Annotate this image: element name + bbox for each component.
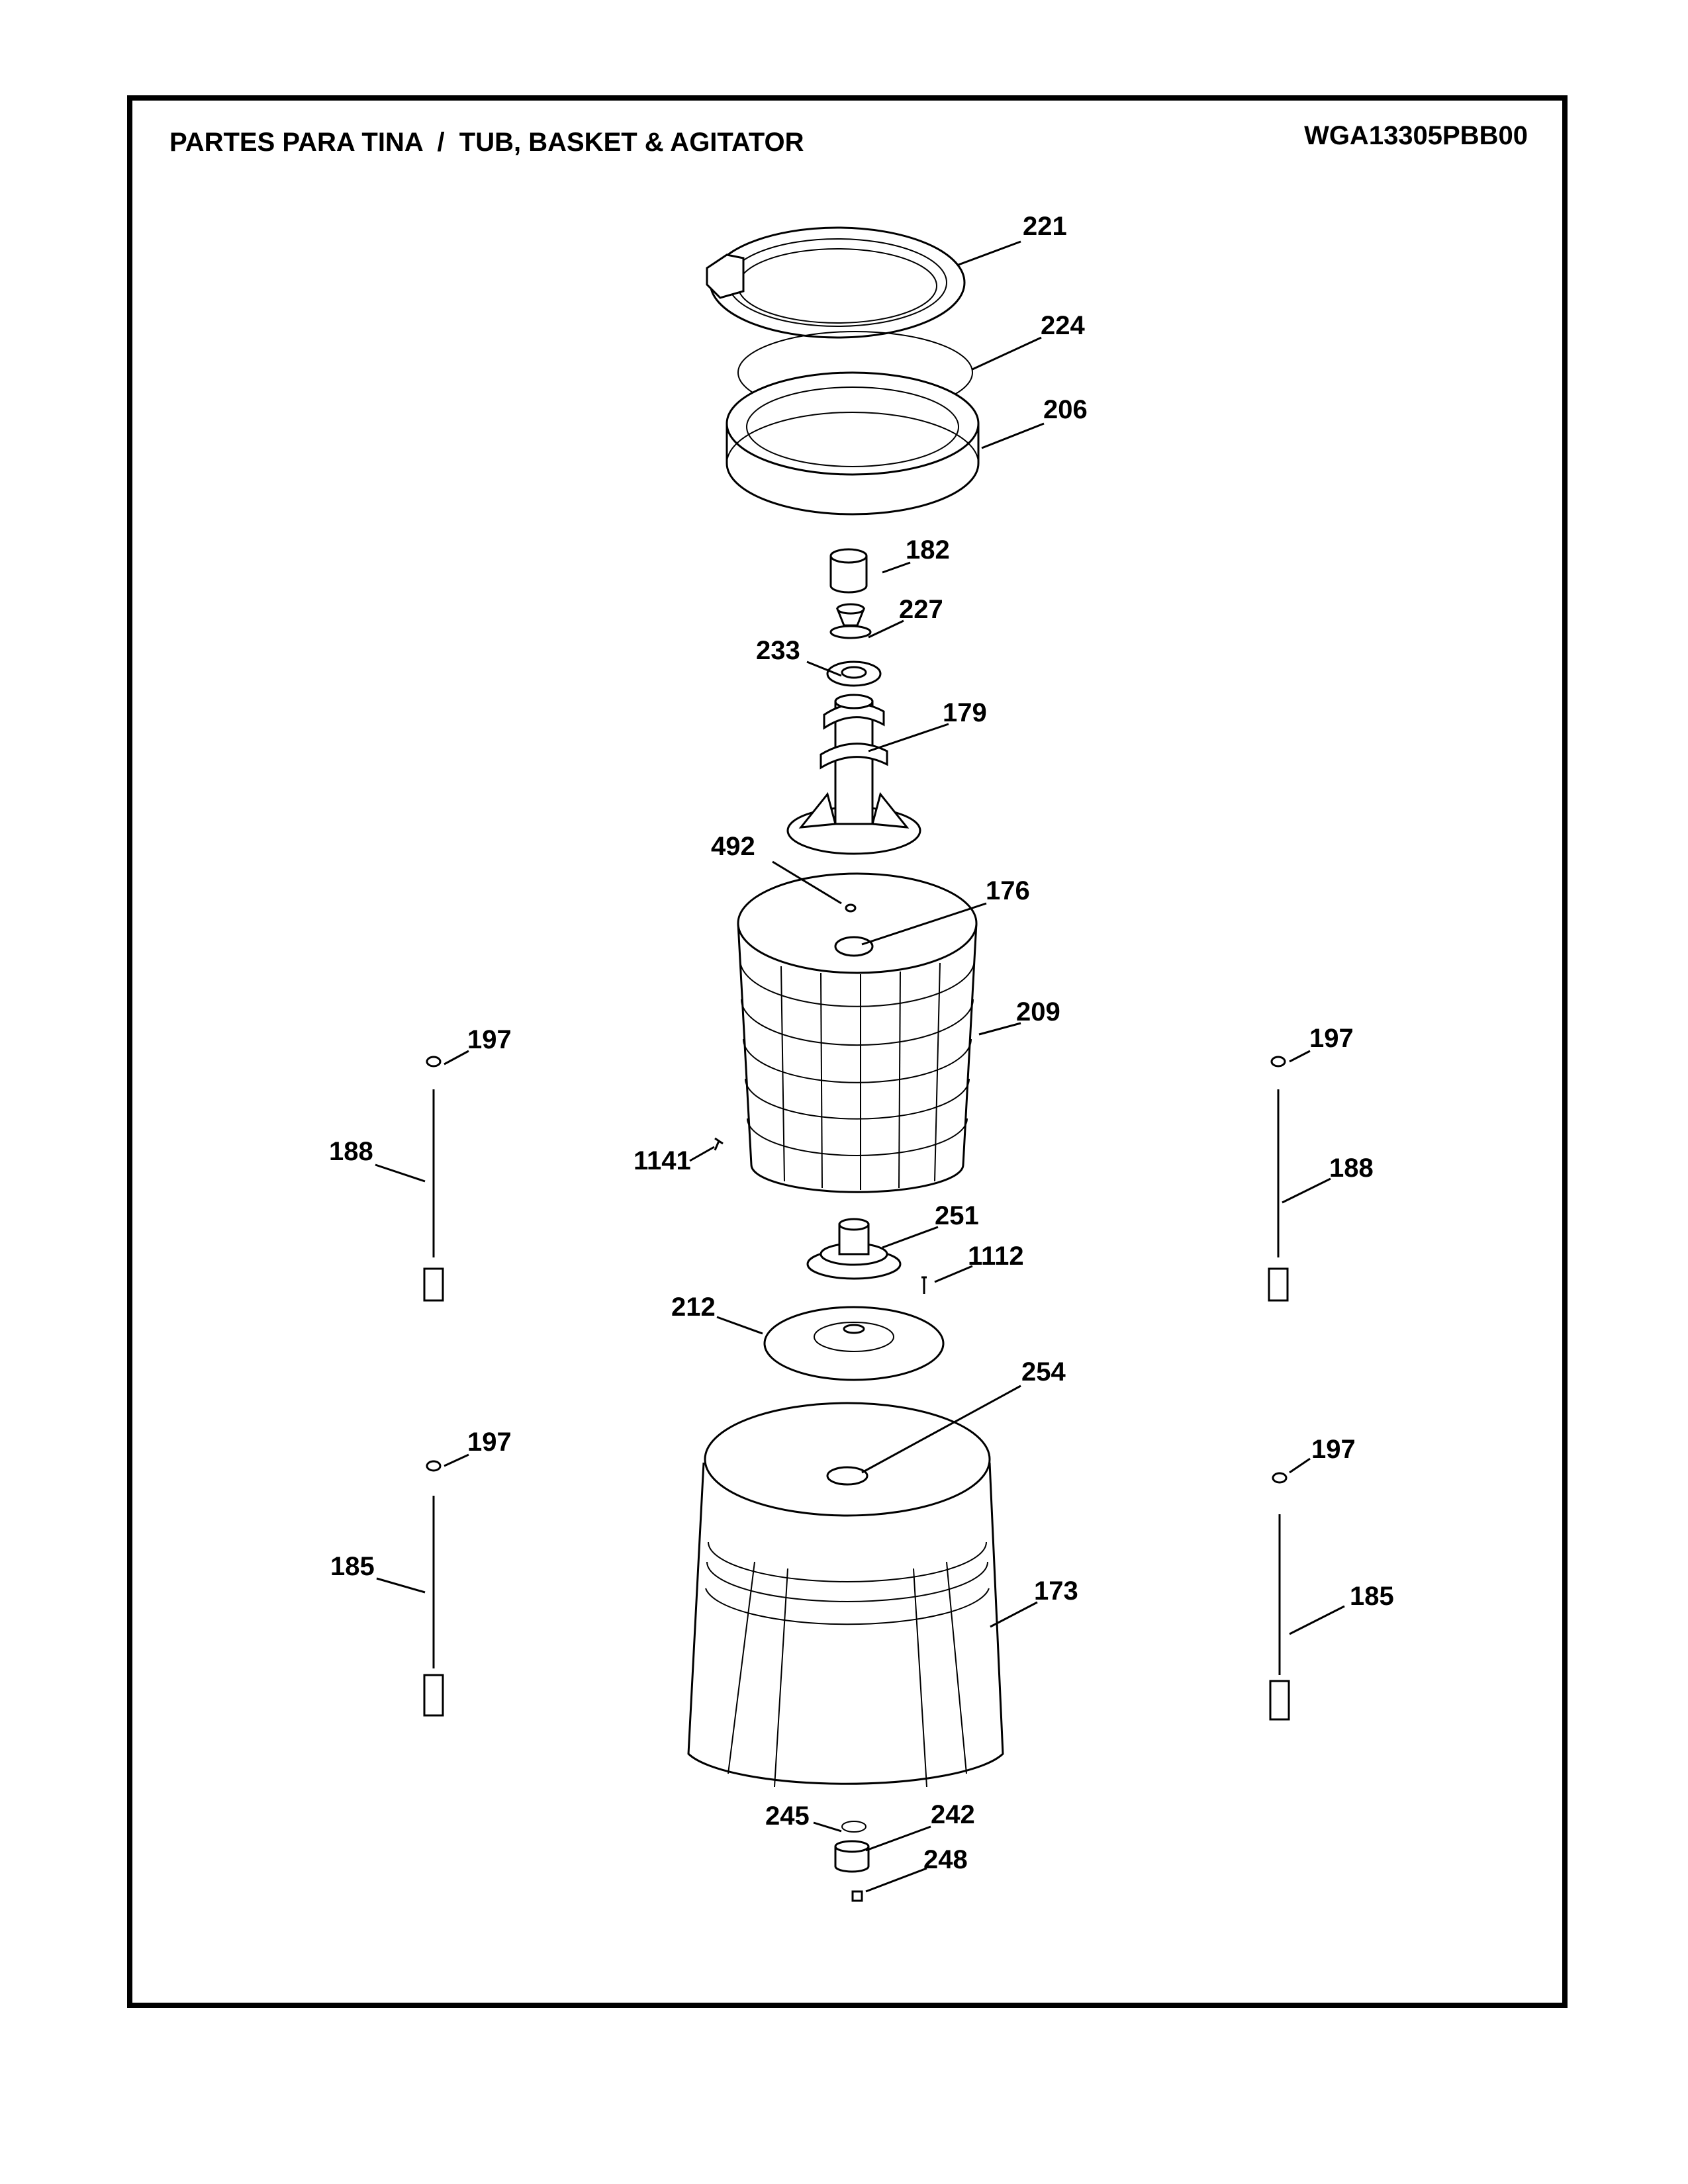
suspension-rod-right-upper bbox=[1268, 1056, 1289, 1302]
callout-206: 206 bbox=[1043, 395, 1088, 424]
model-number: WGA13305PBB00 bbox=[1304, 121, 1528, 150]
callout-185-right: 185 bbox=[1350, 1582, 1394, 1611]
outer-tub-173 bbox=[687, 1402, 1004, 1788]
suspension-rod-left-upper bbox=[423, 1056, 444, 1302]
callout-188-right: 188 bbox=[1329, 1154, 1374, 1183]
callout-197-right-upper: 197 bbox=[1309, 1024, 1354, 1053]
hub-251 bbox=[806, 1218, 902, 1280]
callout-1141: 1141 bbox=[633, 1146, 691, 1175]
callout-185-left: 185 bbox=[330, 1552, 375, 1581]
bearing-233 bbox=[826, 660, 882, 687]
balance-ring-206 bbox=[726, 371, 980, 516]
agitator-179 bbox=[786, 694, 921, 855]
callout-1112: 1112 bbox=[968, 1242, 1024, 1271]
callout-188-left: 188 bbox=[329, 1137, 373, 1166]
callout-197-left-lower: 197 bbox=[467, 1428, 512, 1457]
callout-197-right-lower: 197 bbox=[1311, 1435, 1356, 1464]
callout-212: 212 bbox=[671, 1293, 716, 1322]
callout-182: 182 bbox=[906, 535, 950, 565]
callout-233: 233 bbox=[756, 636, 800, 665]
callout-197-left-upper: 197 bbox=[467, 1025, 512, 1054]
leader-lines bbox=[375, 240, 1345, 1893]
screw-1141 bbox=[714, 1137, 724, 1151]
callout-242: 242 bbox=[931, 1800, 975, 1829]
flange-212 bbox=[763, 1306, 945, 1381]
callout-248: 248 bbox=[923, 1845, 968, 1874]
agitator-cap-182 bbox=[829, 548, 868, 594]
diagram-title: PARTES PARA TINA / TUB, BASKET & AGITATO… bbox=[169, 128, 804, 157]
callout-221: 221 bbox=[1023, 212, 1067, 241]
callout-179: 179 bbox=[943, 698, 987, 727]
screw-1112 bbox=[921, 1276, 927, 1294]
tub-cover-ring-221 bbox=[706, 226, 966, 339]
seal-242 bbox=[834, 1840, 870, 1873]
callout-245: 245 bbox=[765, 1801, 810, 1831]
o-ring-245 bbox=[841, 1821, 867, 1833]
cone-227 bbox=[829, 603, 872, 639]
suspension-rod-right-lower bbox=[1269, 1472, 1290, 1721]
clip-248 bbox=[851, 1890, 863, 1902]
callout-209: 209 bbox=[1016, 997, 1060, 1026]
wash-basket-209 bbox=[737, 872, 978, 1193]
callout-176: 176 bbox=[986, 876, 1030, 905]
callout-224: 224 bbox=[1041, 311, 1085, 340]
callout-254: 254 bbox=[1021, 1357, 1066, 1387]
callout-227: 227 bbox=[899, 595, 943, 624]
diagram-frame bbox=[127, 95, 1568, 2008]
callout-492: 492 bbox=[711, 832, 755, 861]
callout-173: 173 bbox=[1034, 1576, 1078, 1606]
callout-251: 251 bbox=[935, 1201, 979, 1230]
suspension-rod-left-lower bbox=[423, 1460, 444, 1717]
